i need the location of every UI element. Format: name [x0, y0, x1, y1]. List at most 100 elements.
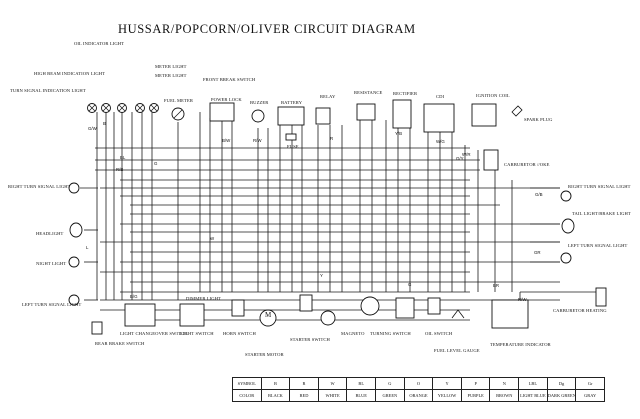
- fuse-icon: [285, 133, 297, 141]
- wire-label: R/W: [518, 297, 527, 302]
- label-left-turn-signal-light-left: LEFT TURN SIGNAL LIGHT: [22, 302, 82, 307]
- label-tail-light-brake-light: TAIL LIGHT/BRAKE LIGHT: [572, 211, 631, 216]
- legend-color: BROWN: [489, 389, 520, 402]
- relay-icon: [315, 107, 331, 125]
- legend-color: ORANGE: [403, 389, 434, 402]
- resistance-icon: [356, 103, 376, 121]
- label-motor-symbol: M: [265, 311, 272, 319]
- wire-label: W/G: [436, 139, 445, 144]
- wire-label: BR: [493, 283, 500, 288]
- label-high-beam-indication-light: HIGH BEAM INDICATION LIGHT: [34, 71, 106, 76]
- starter-switch-icon: [299, 294, 313, 312]
- label-starter-motor: STARTER MOTOR: [245, 352, 284, 357]
- label-fuel-meter: FUEL METER: [164, 98, 194, 103]
- legend-color: BLACK: [260, 389, 291, 402]
- legend-color: WHITE: [317, 389, 348, 402]
- legend-symbol-header: SYMBOL: [232, 377, 262, 390]
- label-buzzer: BUZZER: [250, 100, 269, 105]
- magneto-icon: [320, 310, 336, 326]
- headlight-icon: [69, 222, 83, 238]
- left-turn-signal-lamp-right-icon: [560, 252, 572, 264]
- turning-switch-icon: [395, 297, 415, 319]
- wire-label: G: [408, 282, 412, 287]
- diagram-title: HUSSAR/POPCORN/OLIVER CIRCUIT DIAGRAM: [118, 22, 416, 36]
- label-right-turn-signal-light-right: RIGHT TURN SIGNAL LIGHT: [568, 184, 631, 189]
- right-turn-signal-lamp-left-icon: [68, 182, 80, 194]
- label-front-break-switch: FRONT BREAK SWITCH: [203, 77, 256, 82]
- label-resistance: RESISTANCE: [354, 90, 383, 95]
- buzzer-icon: [251, 109, 265, 123]
- left-turn-signal-lamp-left-icon: [68, 294, 80, 306]
- label-oil-indicator-light: OIL INDICATOR LIGHT: [74, 41, 125, 46]
- legend-symbol: LBL: [518, 377, 548, 390]
- battery-icon: [277, 106, 305, 126]
- fuel-level-gauge-icon: [451, 309, 465, 319]
- legend-symbol: N: [489, 377, 520, 390]
- label-night-light: NIGHT LIGHT: [36, 261, 67, 266]
- legend-color-row: COLOR BLACK RED WHITE BLUE GREEN ORANGE …: [232, 389, 605, 402]
- legend-color: PURPLE: [460, 389, 491, 402]
- wire-label: W/R: [462, 152, 471, 157]
- light-changeover-switch-icon: [124, 303, 156, 327]
- legend-symbol: Gr: [575, 377, 605, 390]
- spark-plug-icon: [511, 105, 523, 117]
- right-turn-signal-lamp-right-icon: [560, 190, 572, 202]
- legend-symbol: W: [317, 377, 348, 390]
- wire-label: G/W: [88, 126, 97, 131]
- legend-color: LIGHT BLUE: [518, 389, 548, 402]
- label-light-switch: LIGHT SWITCH: [180, 331, 214, 336]
- label-carburetor-heating: CARBURETOR HEATING: [553, 308, 607, 313]
- starter-motor-icon: [259, 309, 277, 327]
- label-right-turn-signal-light-left: RIGHT TURN SIGNAL LIGHT: [8, 184, 71, 189]
- label-oil-switch: OIL SWITCH: [425, 331, 453, 336]
- power-lock-icon: [209, 102, 235, 122]
- wire-label: G/Y: [456, 156, 464, 161]
- color-legend-table: SYMBOL B R W BL G O Y P N LBL Dg Gr COLO…: [232, 377, 605, 402]
- legend-symbol: P: [460, 377, 491, 390]
- night-light-icon: [68, 256, 80, 268]
- legend-symbol: R: [289, 377, 319, 390]
- label-rear-brake-switch: REAR BRAKE SWITCH: [95, 341, 145, 346]
- label-rectifier: RECTIFIER: [393, 91, 418, 96]
- label-spark-plug: SPARK PLUG: [524, 117, 553, 122]
- label-power-lock: POWER LOCK: [211, 97, 242, 102]
- label-ignition-coil: IGNITION COIL: [476, 93, 510, 98]
- turning-switch-coil-icon: [360, 296, 380, 316]
- legend-symbol: B: [260, 377, 291, 390]
- ignition-coil-icon: [471, 103, 497, 127]
- legend-symbol: BL: [346, 377, 377, 390]
- wire-label: R/B: [116, 167, 124, 172]
- wire-label: Y: [320, 273, 323, 278]
- legend-color: BLUE: [346, 389, 377, 402]
- light-switch-icon: [179, 303, 205, 327]
- legend-color: DARK GREEN: [546, 389, 577, 402]
- label-carburetor: CARBURETOR //OKE: [504, 162, 550, 167]
- legend-color: GRAY: [575, 389, 605, 402]
- label-light-changeover-switch: LIGHT CHANGEOVER SWITCH: [120, 331, 188, 336]
- wire-label: GR: [534, 250, 541, 255]
- legend-symbol: Y: [432, 377, 462, 390]
- label-starter-switch: STARTER SWITCH: [290, 337, 330, 342]
- label-dimmer-light: DIMMER LIGHT: [186, 296, 222, 301]
- legend-color: RED: [289, 389, 319, 402]
- cdi-icon: [423, 103, 455, 133]
- label-meter-light-2: METER LIGHT: [155, 73, 187, 78]
- wire-label: L: [86, 245, 89, 250]
- carburetor-heating-icon: [595, 287, 607, 307]
- wire-label: G: [154, 161, 158, 166]
- label-turn-signal-indication-light: TURN SIGNAL INDICATION LIGHT: [10, 88, 86, 93]
- wire-label: B: [103, 121, 106, 126]
- label-fuse: FUSE: [287, 144, 299, 149]
- legend-symbol: G: [375, 377, 405, 390]
- label-relay: RELAY: [320, 94, 336, 99]
- temperature-indicator-icon: [491, 299, 529, 329]
- label-battery: BATTERY: [281, 100, 303, 105]
- horn-switch-icon: [231, 299, 245, 317]
- legend-symbol: Dg: [546, 377, 577, 390]
- wire-label: B/W: [222, 138, 231, 143]
- tail-light-icon: [561, 218, 575, 234]
- wire-label: BL: [120, 155, 126, 160]
- legend-symbol: O: [403, 377, 434, 390]
- legend-color-header: COLOR: [232, 389, 262, 402]
